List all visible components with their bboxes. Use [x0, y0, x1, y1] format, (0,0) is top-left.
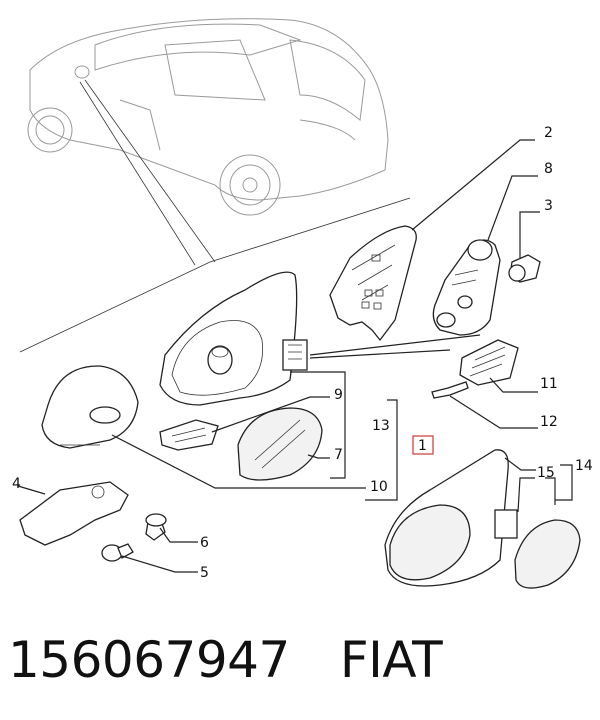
- callout-1: 1: [418, 438, 427, 454]
- callout-13: 13: [372, 418, 390, 434]
- footer-caption: 156067947 FIAT: [8, 628, 443, 692]
- callout-7: 7: [334, 447, 343, 463]
- part-number: 156067947: [8, 631, 290, 689]
- callout-8: 8: [544, 161, 553, 177]
- part-9-connector: [159, 419, 219, 451]
- part-3-bulb: [508, 254, 541, 283]
- leader-car-1: [84, 79, 216, 263]
- callout-2: 2: [544, 125, 553, 141]
- callout-4: 4: [12, 476, 21, 492]
- callout-6: 6: [200, 535, 209, 551]
- callout-10: 10: [370, 479, 388, 495]
- callout-5: 5: [200, 565, 209, 581]
- section-divider: [19, 197, 411, 353]
- brand-name: FIAT: [339, 631, 443, 689]
- part-8-motor: [432, 239, 501, 336]
- part-4-bracket: [19, 481, 129, 546]
- callout-14: 14: [575, 458, 593, 474]
- part-11-connector: [459, 339, 519, 386]
- part-2-mounting-plate: [329, 225, 417, 342]
- mirror-cap: [41, 365, 139, 449]
- part-6-screw: [145, 513, 167, 541]
- part-5-screw: [101, 543, 134, 562]
- callout-11: 11: [540, 376, 558, 392]
- callout-9: 9: [334, 387, 343, 403]
- leader-lines: [17, 139, 573, 573]
- car-sketch: [27, 18, 389, 216]
- leader-car-2: [79, 81, 196, 266]
- part-7-mirror-glass: [237, 407, 323, 481]
- mirror-assembly-complete: [384, 449, 518, 587]
- callout-12: 12: [540, 414, 558, 430]
- mirror-housing-main: [159, 271, 308, 406]
- callout-15: 15: [537, 465, 555, 481]
- callout-3: 3: [544, 198, 553, 214]
- part-15-mirror-glass: [514, 519, 581, 589]
- part-12-terminal: [431, 381, 469, 399]
- highlight-box-part-1: [412, 435, 434, 455]
